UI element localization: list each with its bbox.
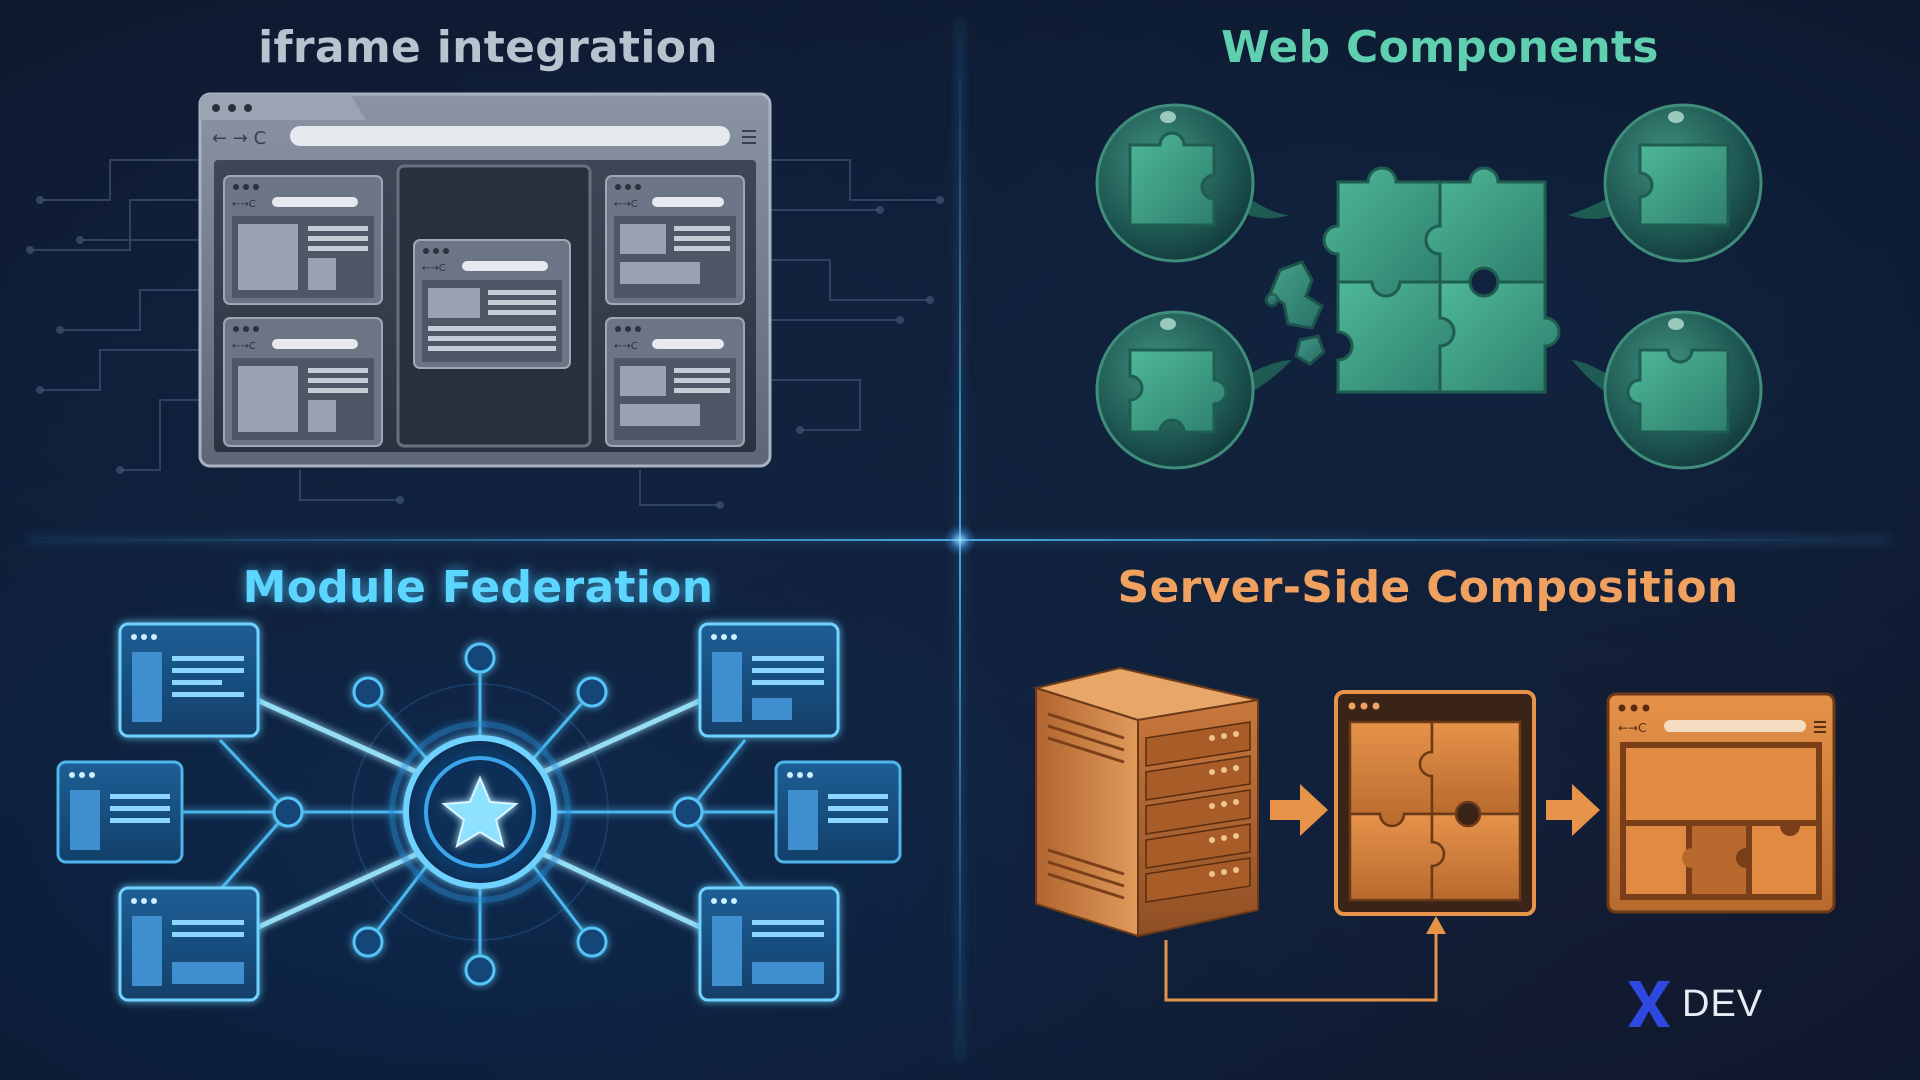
svg-text:← → C: ← → C xyxy=(212,128,266,149)
logo-text: DEV xyxy=(1682,982,1764,1025)
assembled-puzzle-icon xyxy=(1334,690,1536,916)
svg-text:←→C: ←→C xyxy=(614,199,638,210)
module-federation-title: Module Federation xyxy=(242,562,714,613)
circuit-trace-icon xyxy=(30,159,940,506)
server-side-composition-title: Server-Side Composition xyxy=(1117,562,1739,613)
hub-star-icon xyxy=(389,721,571,903)
arrow-right-icon xyxy=(1270,784,1600,836)
server-rack-icon xyxy=(1032,666,1259,938)
nested-iframe-window-icon: ←→C ←→C ←→C xyxy=(223,175,745,447)
divider-junction-glow xyxy=(944,524,976,556)
puzzle-piece-icon xyxy=(1128,131,1730,434)
web-components-title: Web Components xyxy=(1221,22,1659,73)
svg-text:←→C: ←→C xyxy=(422,263,446,274)
xdev-logo: DEV xyxy=(1624,972,1784,1036)
iframe-integration-title: iframe integration xyxy=(258,22,718,73)
svg-text:←→C: ←→C xyxy=(1618,721,1647,735)
svg-text:←→C: ←→C xyxy=(232,199,256,210)
svg-text:←→C: ←→C xyxy=(232,341,256,352)
composed-page-icon: ←→C xyxy=(1606,692,1836,914)
svg-text:←→C: ←→C xyxy=(614,341,638,352)
remote-module-window-icon xyxy=(56,622,902,1002)
x-logo-icon xyxy=(1628,981,1670,1027)
